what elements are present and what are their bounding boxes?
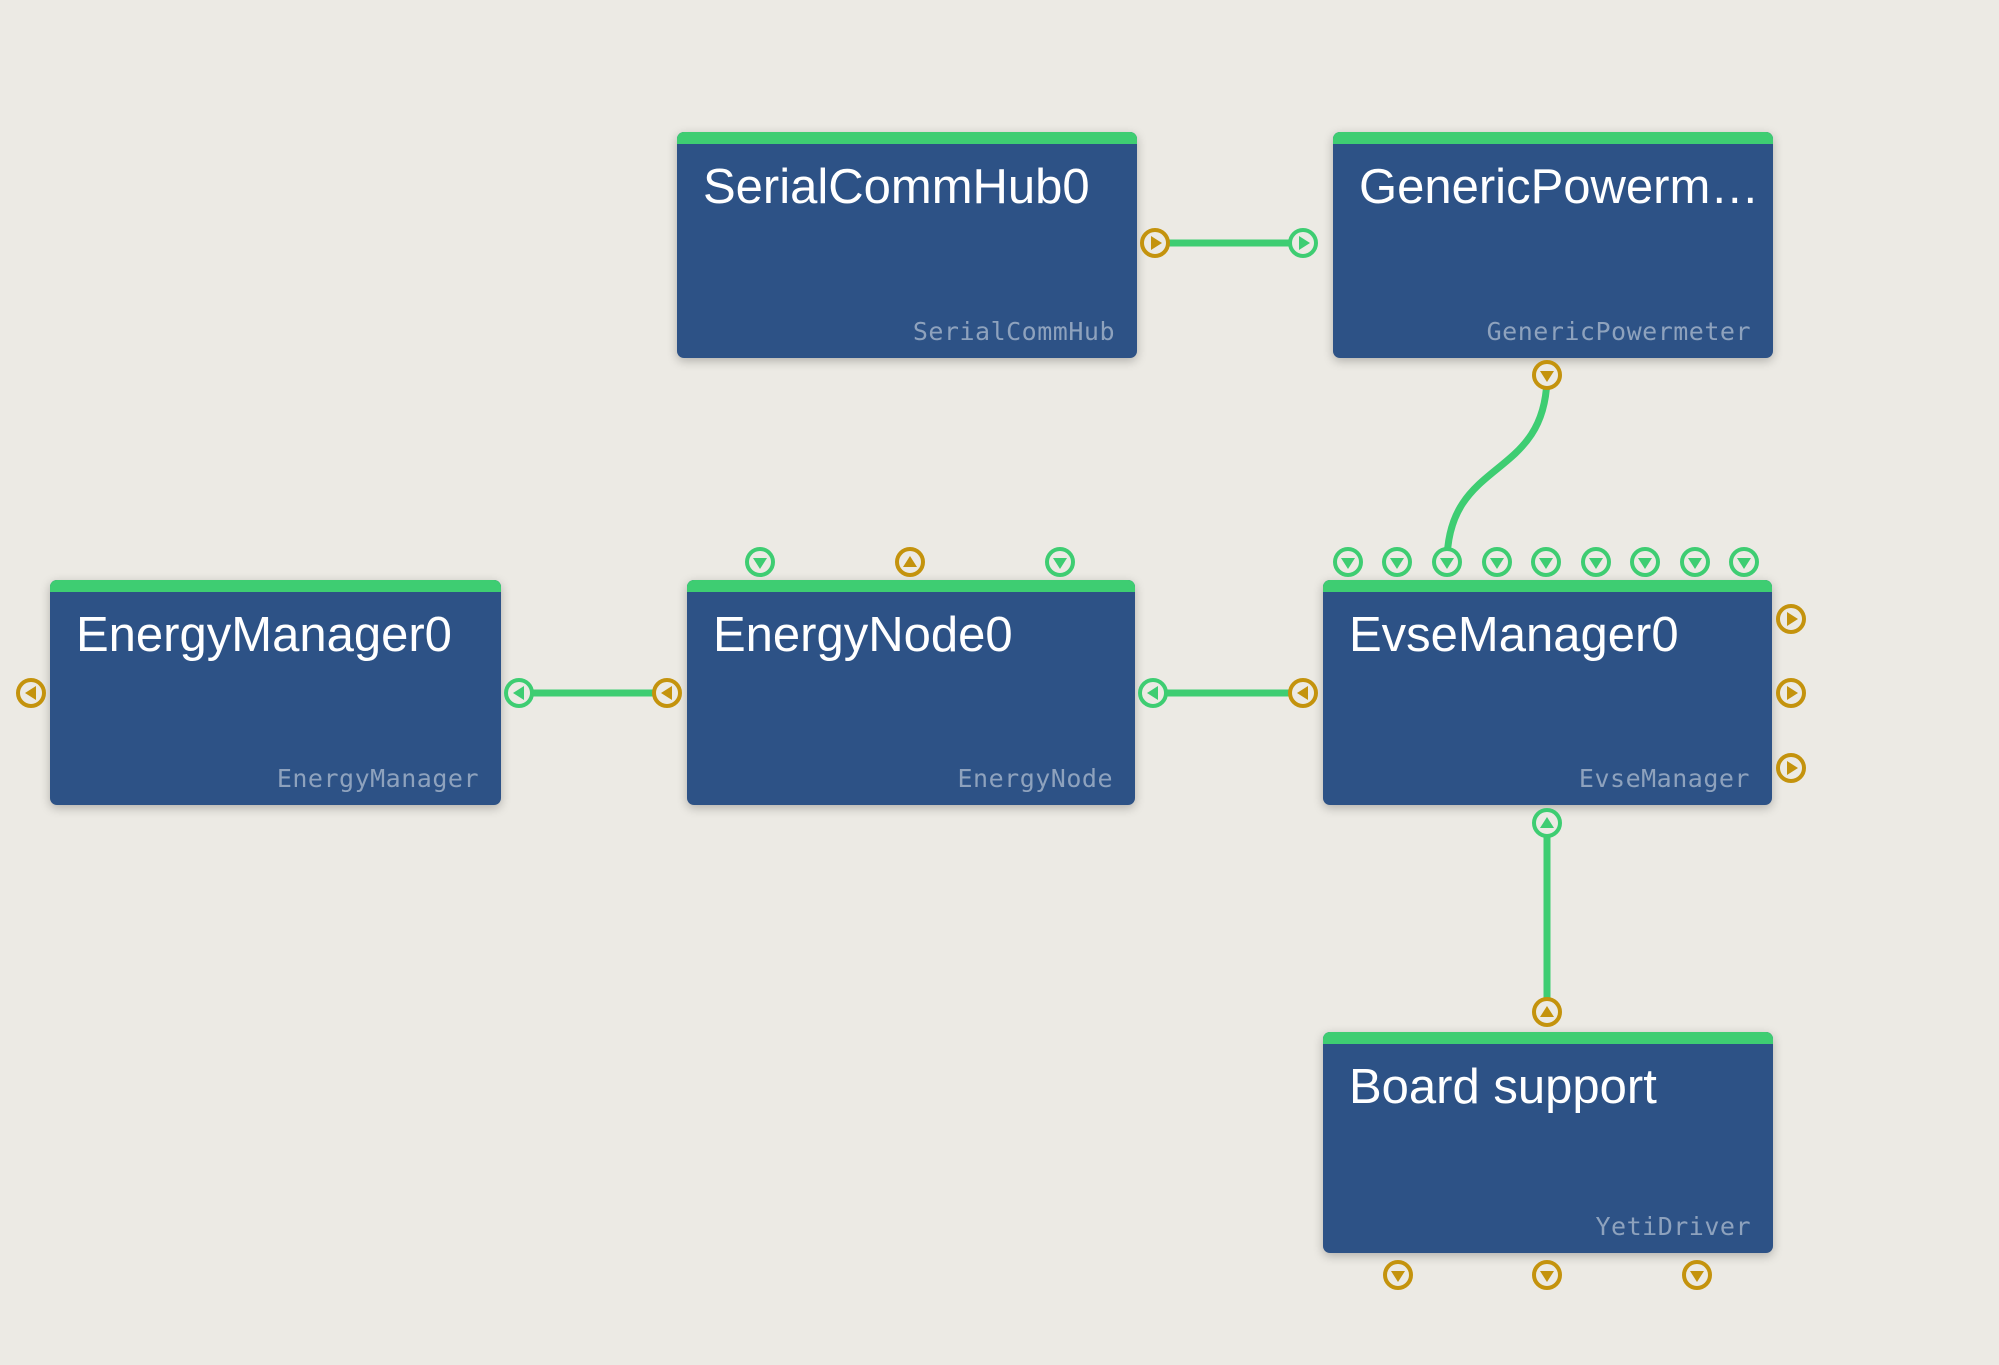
port-green-arrow-down-icon[interactable]: [1382, 547, 1412, 577]
port-arrow-down-glyph: [1688, 557, 1702, 569]
port-green-arrow-down-icon[interactable]: [1531, 547, 1561, 577]
node-header-bar: [687, 580, 1135, 592]
node-serialcommhub0[interactable]: SerialCommHub0 SerialCommHub: [677, 132, 1137, 358]
port-orange-arrow-right-icon[interactable]: [1140, 228, 1170, 258]
wire-genericpowermeter0-evsemanager0[interactable]: [1443, 371, 1551, 567]
node-header-bar: [677, 132, 1137, 144]
node-boardsupport[interactable]: Board support YetiDriver: [1323, 1032, 1773, 1253]
port-arrow-up-glyph: [1540, 1005, 1554, 1017]
node-genericpowermeter0[interactable]: GenericPowerm… GenericPowermeter: [1333, 132, 1773, 358]
port-arrow-left-glyph: [512, 686, 524, 700]
port-arrow-right-glyph: [1786, 686, 1798, 700]
port-arrow-down-glyph: [1391, 1270, 1405, 1282]
port-orange-arrow-down-icon[interactable]: [1383, 1260, 1413, 1290]
port-green-arrow-down-icon[interactable]: [745, 547, 775, 577]
port-green-arrow-right-icon[interactable]: [1288, 228, 1318, 258]
port-orange-arrow-left-icon[interactable]: [652, 678, 682, 708]
port-orange-arrow-right-icon[interactable]: [1776, 604, 1806, 634]
port-green-arrow-left-icon[interactable]: [504, 678, 534, 708]
port-arrow-right-glyph: [1786, 761, 1798, 775]
port-arrow-up-glyph: [1540, 816, 1554, 828]
node-type-label: EvseManager: [1578, 764, 1750, 793]
port-orange-arrow-down-icon[interactable]: [1532, 360, 1562, 390]
node-energynode0[interactable]: EnergyNode0 EnergyNode: [687, 580, 1135, 805]
port-arrow-right-glyph: [1298, 236, 1310, 250]
port-arrow-down-glyph: [1690, 1270, 1704, 1282]
port-arrow-down-glyph: [1440, 557, 1454, 569]
port-arrow-down-glyph: [1638, 557, 1652, 569]
node-type-label: SerialCommHub: [912, 317, 1115, 346]
port-green-arrow-down-icon[interactable]: [1729, 547, 1759, 577]
node-header-bar: [1323, 580, 1772, 592]
port-arrow-down-glyph: [1490, 557, 1504, 569]
node-title: EnergyManager0: [76, 608, 452, 662]
port-arrow-right-glyph: [1786, 612, 1798, 626]
port-orange-arrow-left-icon[interactable]: [16, 678, 46, 708]
port-arrow-left-glyph: [1146, 686, 1158, 700]
port-green-arrow-down-icon[interactable]: [1482, 547, 1512, 577]
port-green-arrow-down-icon[interactable]: [1581, 547, 1611, 577]
port-orange-arrow-down-icon[interactable]: [1532, 1260, 1562, 1290]
node-title: SerialCommHub0: [703, 160, 1090, 214]
node-title: EvseManager0: [1349, 608, 1679, 662]
node-header-bar: [50, 580, 501, 592]
port-arrow-up-glyph: [903, 555, 917, 567]
node-title: EnergyNode0: [713, 608, 1013, 662]
port-orange-arrow-down-icon[interactable]: [1682, 1260, 1712, 1290]
port-arrow-down-glyph: [753, 557, 767, 569]
port-arrow-down-glyph: [1390, 557, 1404, 569]
port-green-arrow-up-icon[interactable]: [1532, 808, 1562, 838]
port-arrow-left-glyph: [1296, 686, 1308, 700]
port-arrow-down-glyph: [1737, 557, 1751, 569]
node-type-label: EnergyNode: [957, 764, 1113, 793]
port-orange-arrow-up-icon[interactable]: [1532, 997, 1562, 1027]
port-green-arrow-left-icon[interactable]: [1138, 678, 1168, 708]
port-arrow-left-glyph: [660, 686, 672, 700]
port-arrow-right-glyph: [1150, 236, 1162, 250]
port-green-arrow-down-icon[interactable]: [1680, 547, 1710, 577]
port-green-arrow-down-icon[interactable]: [1630, 547, 1660, 577]
port-orange-arrow-left-icon[interactable]: [1288, 678, 1318, 708]
node-energymanager0[interactable]: EnergyManager0 EnergyManager: [50, 580, 501, 805]
port-orange-arrow-up-icon[interactable]: [895, 547, 925, 577]
port-green-arrow-down-icon[interactable]: [1432, 547, 1462, 577]
node-type-label: GenericPowermeter: [1486, 317, 1751, 346]
node-title: Board support: [1349, 1060, 1657, 1114]
node-evsemanager0[interactable]: EvseManager0 EvseManager: [1323, 580, 1772, 805]
node-type-label: YetiDriver: [1595, 1212, 1751, 1241]
port-arrow-down-glyph: [1539, 557, 1553, 569]
port-orange-arrow-right-icon[interactable]: [1776, 678, 1806, 708]
node-header-bar: [1323, 1032, 1773, 1044]
port-arrow-down-glyph: [1341, 557, 1355, 569]
port-arrow-down-glyph: [1540, 1270, 1554, 1282]
port-arrow-down-glyph: [1053, 557, 1067, 569]
port-arrow-down-glyph: [1540, 370, 1554, 382]
port-green-arrow-down-icon[interactable]: [1333, 547, 1363, 577]
port-orange-arrow-right-icon[interactable]: [1776, 753, 1806, 783]
node-header-bar: [1333, 132, 1773, 144]
node-type-label: EnergyManager: [276, 764, 479, 793]
port-arrow-left-glyph: [24, 686, 36, 700]
port-green-arrow-down-icon[interactable]: [1045, 547, 1075, 577]
node-title: GenericPowerm…: [1359, 160, 1760, 214]
port-arrow-down-glyph: [1589, 557, 1603, 569]
